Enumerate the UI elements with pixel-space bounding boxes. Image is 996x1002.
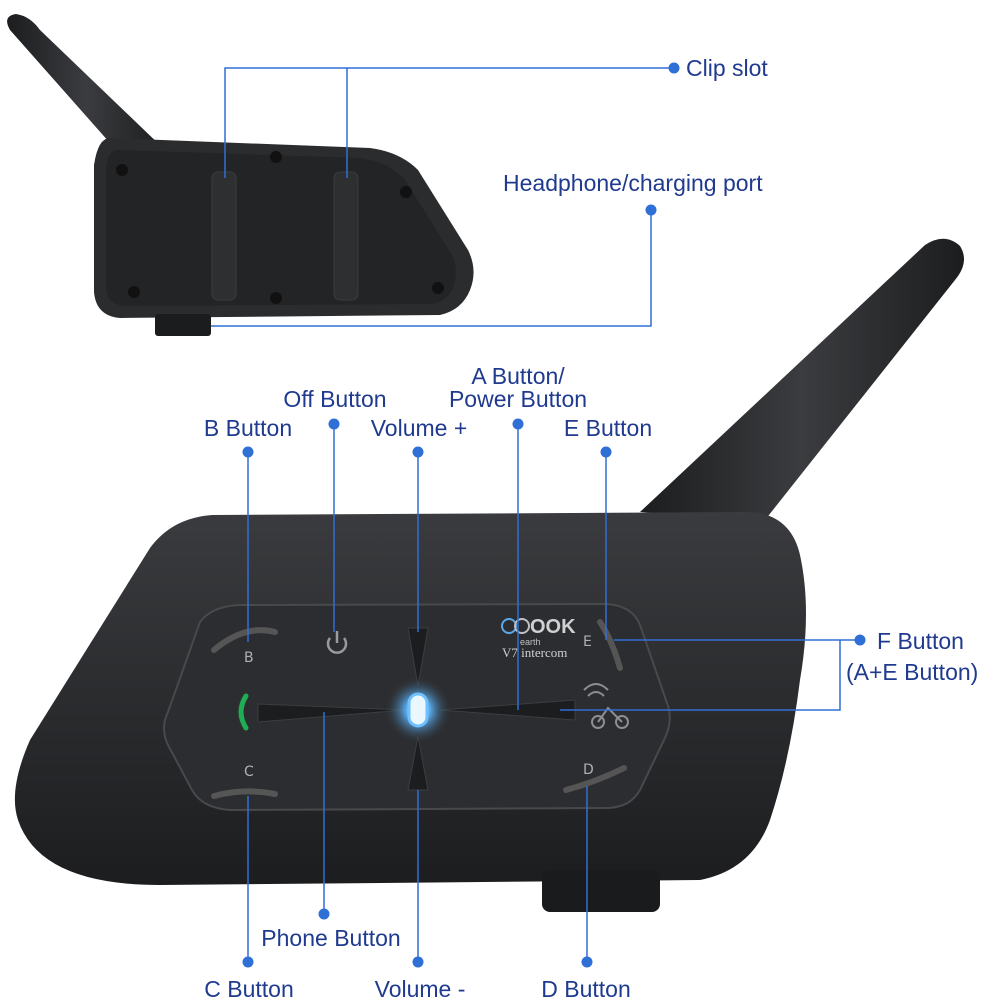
brand-logo-text: OOK [530,616,576,638]
label-b-button: B Button [203,415,293,441]
key-letter-b: B [244,650,254,666]
callout-clip-slot [224,67,674,178]
label-volume-plus: Volume + [370,415,468,441]
label-e-button: E Button [563,415,653,441]
led-light [407,692,429,728]
phone-bar[interactable] [257,703,406,723]
label-a-button-line2: Power Button [448,386,588,412]
brand-logo [501,618,530,634]
callout-lines [211,67,860,962]
e-key[interactable] [597,619,623,671]
b-key[interactable] [211,627,278,653]
phone-icon [238,693,249,731]
label-phone-button: Phone Button [261,925,401,951]
front-bottom-port [542,870,660,912]
key-letter-c: C [244,764,254,780]
label-c-button: C Button [204,976,294,1002]
screw-holes [116,151,444,304]
label-headphone-port: Headphone/charging port [503,170,763,196]
label-clip-slot: Clip slot [686,55,768,81]
clip-slot-left [211,171,237,301]
label-d-button: D Button [541,976,631,1002]
d-key[interactable] [563,765,627,793]
key-letter-d: D [583,762,594,778]
label-f-button-line1: F Button [877,628,964,654]
label-off-button: Off Button [283,386,387,412]
front-view-device: OOK earth V7 intercom B C D E [14,238,964,912]
label-a-button-line1: A Button/ [471,363,565,389]
motorcycle-intercom-icon [583,683,629,729]
label-volume-minus: Volume - [374,976,466,1002]
callout-f-button [560,639,860,711]
label-f-button-line2: (A+E Button) [846,659,979,685]
front-antenna [640,238,964,521]
top-charging-port [155,314,211,336]
brand-logo-sub: earth [520,637,541,647]
clip-slot-right [333,171,359,301]
key-letter-e: E [583,634,592,650]
top-view-device [7,14,474,336]
callout-headphone-port [211,210,652,327]
top-antenna [7,14,165,160]
callout-dots [242,62,866,968]
model-name: V7 intercom [502,645,567,660]
c-key[interactable] [211,788,278,799]
power-icon[interactable] [326,631,348,654]
